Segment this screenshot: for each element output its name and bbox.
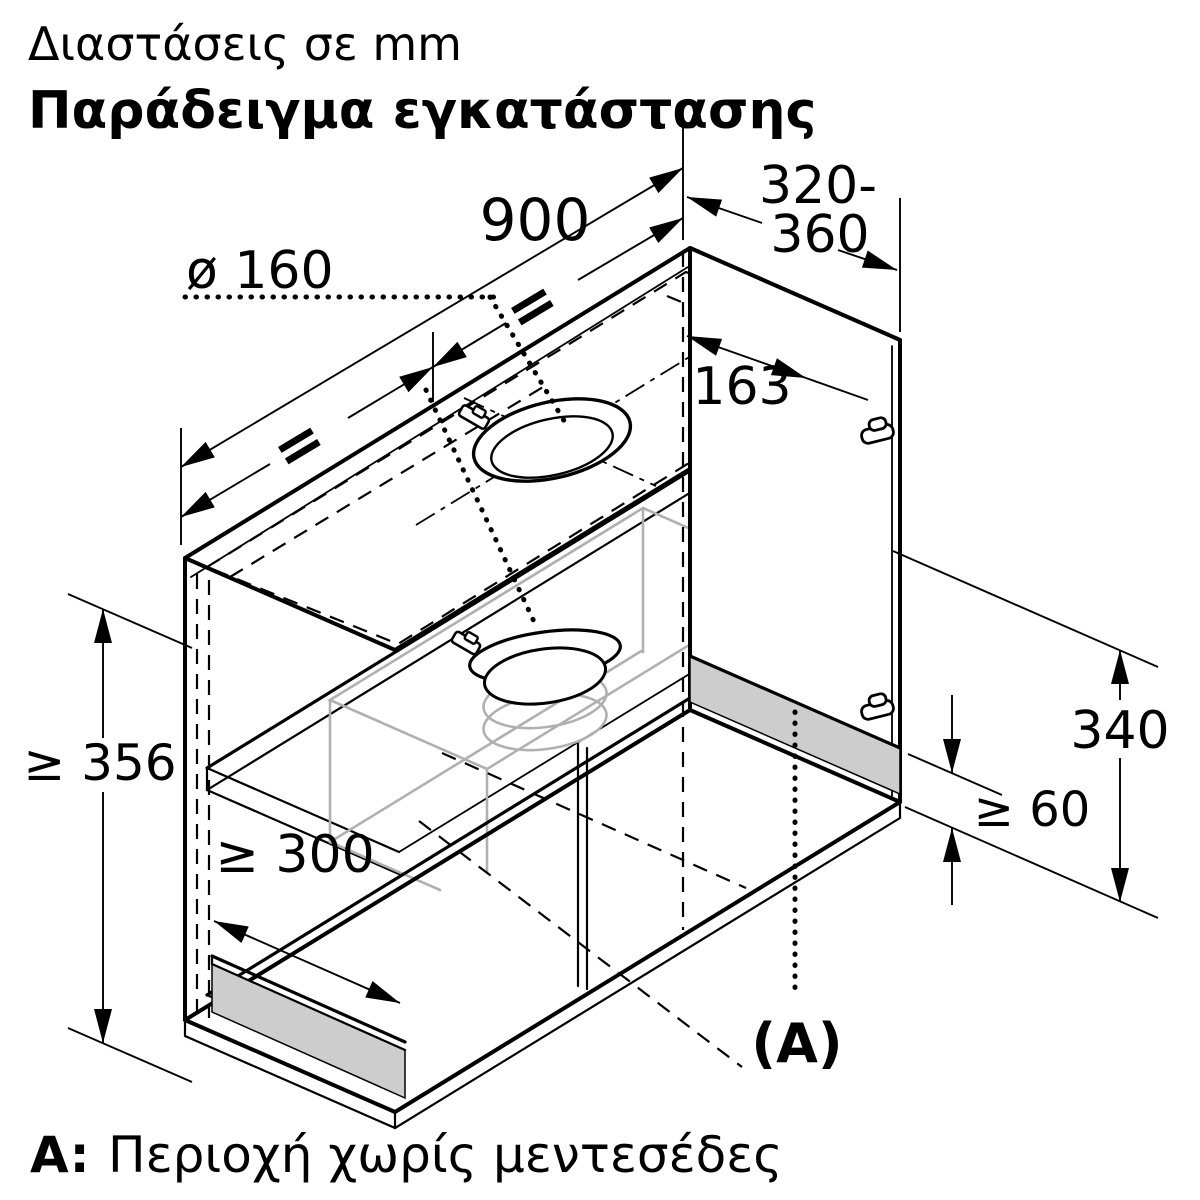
hinge-clip-icon-2 bbox=[860, 692, 895, 721]
dim-width-label: 900 bbox=[480, 186, 591, 254]
dim-line-centering bbox=[180, 217, 684, 518]
dim-line-offset bbox=[686, 335, 869, 401]
dim-line-clearance bbox=[904, 695, 1159, 919]
bottom-far-edge bbox=[393, 800, 902, 1114]
bottom-left-underside bbox=[183, 1034, 397, 1130]
dim-body-label: 340 bbox=[1070, 701, 1169, 761]
bottom-rail-highlight bbox=[210, 954, 407, 1100]
dim-depth-min-label: ≥ 300 bbox=[215, 825, 374, 885]
hole-centerline-depth bbox=[463, 397, 657, 487]
area-label: (A) bbox=[751, 1012, 842, 1075]
mounting-clip-icon-2 bbox=[450, 630, 482, 656]
bottom-left-edge bbox=[183, 1018, 397, 1114]
footnote-label: A: bbox=[30, 1126, 90, 1184]
dim-line-min-height bbox=[67, 593, 193, 1083]
dim-offset-label: 163 bbox=[692, 357, 791, 417]
shelf-left-under-edge bbox=[205, 788, 401, 876]
dimension-annotations: 900 = = 320- 360 ø 160 163 bbox=[23, 120, 1170, 1083]
dim-line-depth bbox=[686, 196, 898, 271]
dim-depth-label-2: 360 bbox=[770, 205, 869, 265]
dim-line-width bbox=[180, 167, 684, 468]
header: Διαστάσεις σε mm Παράδειγμα εγκατάστασης bbox=[28, 17, 816, 141]
hinge-clip-icon bbox=[860, 416, 895, 445]
dim-line-min-depth bbox=[213, 920, 401, 1004]
middle-shelf bbox=[205, 470, 873, 876]
right-side-panel bbox=[688, 246, 902, 804]
dim-duct-label: ø 160 bbox=[186, 241, 334, 301]
bottom-far-underside bbox=[393, 816, 902, 1130]
hidden-diagonal-edge bbox=[418, 820, 743, 1068]
shelf-left-top-edge bbox=[205, 766, 401, 854]
dim-height-label: ≥ 356 bbox=[23, 734, 176, 792]
shelf-front-edge bbox=[205, 470, 690, 770]
shelf-duct-collar bbox=[468, 628, 622, 706]
title-line1: Διαστάσεις σε mm bbox=[28, 17, 462, 71]
footnote: A: Περιοχή χωρίς μεντεσέδες bbox=[30, 1126, 783, 1184]
dim-depth-label-1: 320- bbox=[759, 156, 877, 216]
dim-clearance-label: ≥ 60 bbox=[974, 782, 1091, 838]
hidden-depth-edge bbox=[441, 751, 747, 890]
dim-line-hood-height bbox=[892, 550, 1159, 902]
footnote-text: Περιοχή χωρίς μεντεσέδες bbox=[108, 1126, 783, 1184]
title-line2: Παράδειγμα εγκατάστασης bbox=[28, 81, 816, 141]
shelf-underside-edge bbox=[205, 492, 690, 792]
cabinet-drawing bbox=[182, 246, 902, 1130]
